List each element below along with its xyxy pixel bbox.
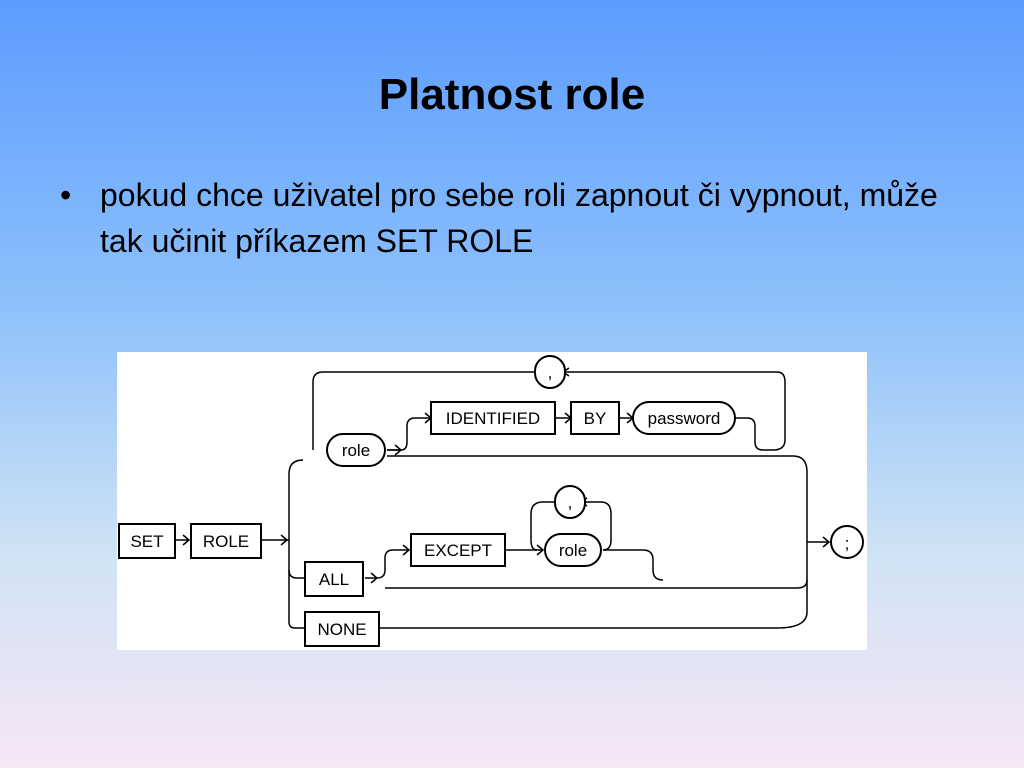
token-all-box	[304, 561, 364, 597]
bullet-list: • pokud chce uživatel pro sebe roli zapn…	[58, 172, 958, 264]
token-semicolon: ;	[830, 525, 864, 559]
syntax-diagram-svg: SET ROLE role , IDENTIFIED BY password	[118, 355, 864, 647]
rail-left-to-all	[288, 569, 305, 579]
rail-right-main	[387, 455, 808, 629]
token-semicolon-label: ;	[845, 534, 850, 553]
token-role-item-box	[326, 433, 386, 467]
rail-right-all-return	[385, 579, 808, 589]
bullet-dot-icon: •	[60, 177, 72, 213]
line-role-to-identified	[387, 417, 431, 451]
token-password-box	[632, 401, 736, 435]
token-all: ALL	[304, 561, 364, 597]
token-comma-top-label: ,	[548, 363, 553, 382]
token-except-box	[410, 533, 506, 567]
token-comma-except-label: ,	[568, 493, 573, 512]
arrow-set-to-role	[182, 534, 191, 546]
token-none-label: NONE	[317, 620, 366, 639]
token-identified-label: IDENTIFIED	[446, 409, 540, 428]
token-except-label: EXCEPT	[424, 541, 492, 560]
rail-left-main	[288, 459, 305, 629]
token-except: EXCEPT	[410, 533, 506, 567]
token-by-label: BY	[584, 409, 607, 428]
set-role-syntax-diagram: SET ROLE role , IDENTIFIED BY password	[117, 352, 867, 650]
token-set: SET	[118, 523, 176, 559]
line-to-except	[376, 549, 409, 579]
arrow-role-to-junction	[280, 534, 289, 546]
token-comma-top: ,	[534, 355, 566, 389]
token-role-keyword-label: ROLE	[203, 532, 249, 551]
token-by: BY	[570, 401, 620, 435]
token-identified: IDENTIFIED	[430, 401, 556, 435]
slide-title: Platnost role	[378, 70, 646, 119]
token-role-except-label: role	[559, 541, 587, 560]
token-role-item-label: role	[342, 441, 370, 460]
token-comma-except-box	[554, 485, 586, 519]
token-role-except-box	[544, 533, 602, 567]
token-none: NONE	[304, 611, 380, 647]
token-identified-box	[430, 401, 556, 435]
token-semicolon-box	[830, 525, 864, 559]
arrow-role-out	[394, 444, 403, 456]
loop-role-comma	[312, 371, 786, 451]
token-password: password	[632, 401, 736, 435]
arrow-to-semicolon	[822, 536, 831, 548]
line-role-except-out	[603, 549, 664, 581]
token-password-label: password	[648, 409, 721, 428]
token-set-box	[118, 523, 176, 559]
token-role-item: role	[326, 433, 386, 467]
bullet-text: pokud chce uživatel pro sebe roli zapnou…	[100, 177, 938, 259]
token-role-keyword-box	[190, 523, 262, 559]
token-set-label: SET	[130, 532, 163, 551]
diagram-lines	[176, 367, 831, 629]
bullet-item: • pokud chce uživatel pro sebe roli zapn…	[58, 172, 958, 264]
token-comma-except: ,	[554, 485, 586, 519]
token-role-keyword: ROLE	[190, 523, 262, 559]
token-none-box	[304, 611, 380, 647]
line-password-out	[735, 417, 773, 451]
arrow-to-except	[402, 544, 411, 556]
token-by-box	[570, 401, 620, 435]
token-role-except: role	[544, 533, 602, 567]
token-comma-top-box	[534, 355, 566, 389]
token-all-label: ALL	[319, 570, 349, 589]
arrow-except-to-role	[536, 544, 545, 556]
